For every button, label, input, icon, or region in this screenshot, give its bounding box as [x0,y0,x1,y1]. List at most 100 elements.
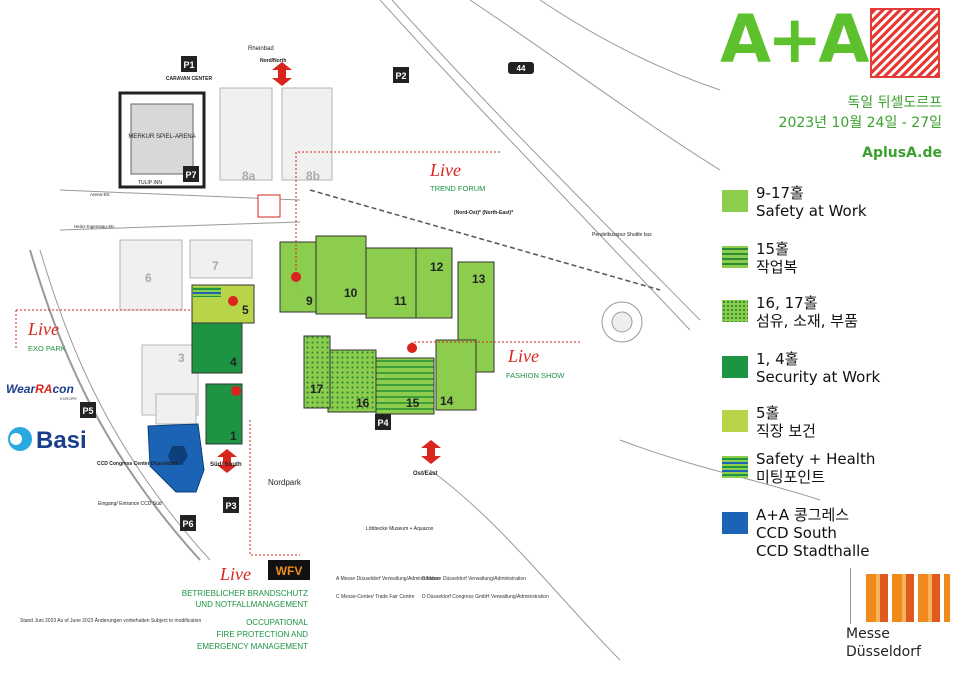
hall-7-number: 7 [212,259,219,273]
aa-head-icon [870,8,940,78]
legend-2-line2: 섬유, 소재, 부품 [756,312,858,330]
partner-logos: WearRAcon EUROPE Basi [6,382,87,454]
hall-4-number: 4 [230,355,237,369]
legend-2-line1: 16, 17홀 [756,294,818,312]
messe-name-1: Messe [846,626,890,642]
event-city: 독일 뒤셀도르프 [847,95,942,111]
hall-14-number: 14 [440,394,454,408]
brandschutz-en-1: OCCUPATIONAL [246,618,308,627]
pin-trend-forum [291,272,302,294]
ccd-label: CCD Congress Center Düsseldorf [97,461,177,467]
hall-16-number: 16 [356,396,370,410]
parking-p4 [375,414,391,430]
footnote-a: A Messe Düsseldorf Verwaltung/Administra… [336,576,440,582]
live-labels: Live TREND FORUM Live EXO PARK Live FASH… [27,160,565,651]
hall-5-number: 5 [242,303,249,317]
parking-p6 [180,515,196,531]
callout-lines [15,151,580,556]
hall-15-number: 15 [406,396,420,410]
pin-exo-park [228,296,239,306]
hall-14[interactable] [435,339,477,411]
aa-logo: A+A [720,2,942,80]
event-dates: 2023년 10월 24일 - 27일 [778,115,942,131]
hall-9-number: 9 [306,294,313,308]
swatch-blue [722,512,748,534]
parking-signs[interactable]: P1 P2 P3 P4 P5 P6 P7 CARAVAN CENTER [80,56,409,531]
svg-text:P6: P6 [182,519,193,529]
wearracon-ra: RA [35,382,52,396]
swatch-multi-stripe [722,456,748,478]
legend-5-line1: Safety + Health [756,450,876,468]
swatch-dark-green [722,356,748,378]
rheinbad-label: Rheinbad [248,46,274,52]
arena-str-label: Arena-Str. [90,192,110,197]
north-entrance-arrow [272,62,292,86]
hall-17[interactable] [303,335,331,409]
svg-text:WearRAcon: WearRAcon [6,382,74,396]
messe-name-2: Düsseldorf [846,644,921,660]
brandschutz-de-1: BETRIEBLICHER BRANDSCHUTZ [182,589,308,598]
hall-11[interactable] [365,247,417,319]
svg-text:44: 44 [517,64,526,73]
legend-4-line1: 5홀 [756,404,780,422]
parking-p2 [393,67,409,83]
messe-logo-mark [866,574,950,622]
hall-8a-number: 8a [242,169,256,183]
pin-fashion-show [407,343,418,365]
fashion-show-label: FASHION SHOW [506,371,565,380]
swatch-dotted-green [722,300,748,322]
south-entrance-arrow [217,449,237,473]
ccd-congress-area[interactable] [147,423,205,493]
live-fashion-show-word: Live [507,346,539,366]
hall-4[interactable] [191,322,243,374]
svg-text:P1: P1 [183,60,194,70]
aa-logo-text: A+A [720,1,869,78]
nordpark-label: Nordpark [268,478,302,487]
tulip-label: TULIP INN [138,180,162,186]
legend-6-line1: A+A 콩그레스 [756,506,850,524]
nord-north-box [257,194,281,218]
footnotes: A Messe Düsseldorf Verwaltung/Administra… [20,576,549,624]
svg-text:P7: P7 [185,170,196,180]
other-halls [119,87,333,425]
halls [191,235,495,445]
swatch-striped-green [722,246,748,268]
brandschutz-en-3: EMERGENCY MANAGEMENT [197,642,308,651]
wfv-logo: WFV [276,564,303,578]
hall-10[interactable] [315,235,367,315]
live-exo-park-word: Live [27,319,59,339]
hall-17-number: 17 [310,382,324,396]
footnote-c: C Messe-Center/ Trade Fair Centre [336,594,415,600]
live-pins[interactable] [228,272,418,396]
cc-sued-label: Eingang/ Entrance CCD Süd [98,501,162,507]
entrance-markers[interactable] [217,62,441,473]
hall-12[interactable] [415,247,453,319]
hall-8b-number: 8b [306,169,320,183]
hall-15[interactable] [375,357,435,415]
legend-5-line2: 미팅포인트 [756,468,826,486]
brandschutz-en-2: FIRE PROTECTION AND [216,630,308,639]
legend-1-line2: 작업복 [756,258,798,276]
live-trend-forum-word: Live [429,160,461,180]
caravan-label: CARAVAN CENTER [166,76,213,82]
legend-0-line2: Safety at Work [756,202,867,220]
parking-p1 [181,56,197,72]
place-labels: Rheinbad Nord/North Nordpark Ost/East (N… [74,46,652,532]
swatch-lime [722,410,748,432]
legend-6-line3: CCD Stadthalle [756,542,870,560]
parking-p3 [223,497,239,513]
svg-text:P4: P4 [377,418,388,428]
wearracon-con: con [52,382,73,396]
swatch-light-green [722,190,748,212]
messe-divider [850,568,851,624]
merkur-spiel-arena[interactable]: MERKUR SPIEL-ARENA TULIP INN [118,91,206,189]
event-website[interactable]: AplusA.de [862,145,942,161]
pin-brandschutz [231,386,242,396]
messe-logo [866,574,950,622]
